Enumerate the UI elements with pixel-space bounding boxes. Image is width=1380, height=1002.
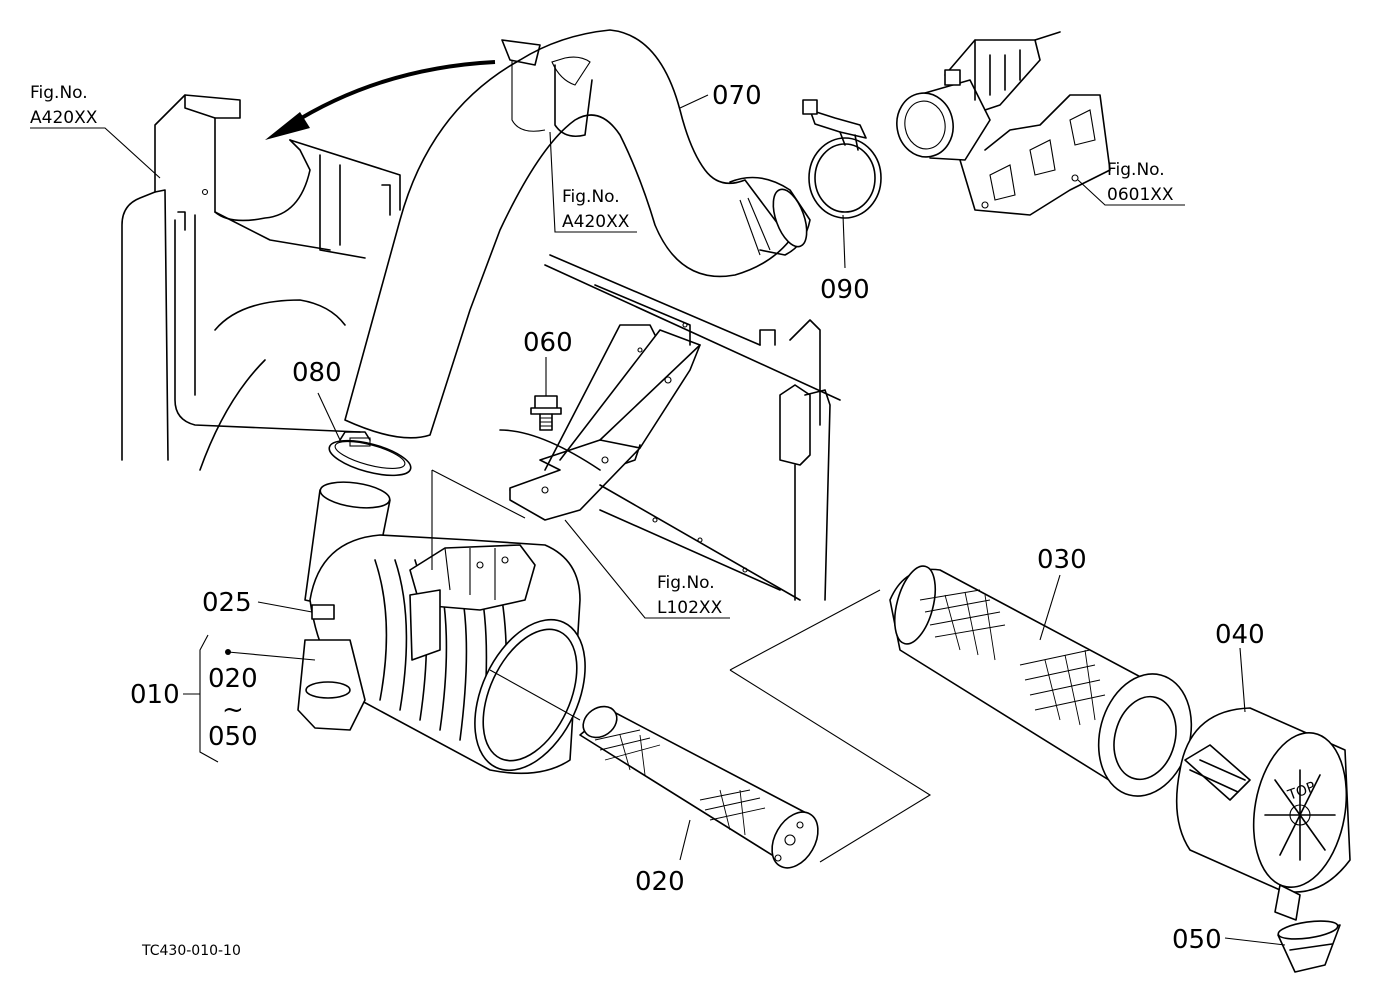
callout-030: 030 [1037,545,1087,575]
ref-leader-a420-center [549,131,637,233]
radiator-frame-drawing [121,94,401,471]
fig-ref-l102-code: L102XX [657,598,723,618]
ref-leader-a420-left [30,127,161,179]
evacuator-valve-drawing [1277,920,1341,973]
fig-ref-a420-center-label: Fig.No. [562,187,620,207]
callout-020: 020 [635,867,685,897]
callout-080: 080 [292,358,342,388]
callout-010: 010 [130,680,180,710]
outer-element-drawing [889,565,1193,797]
fig-ref-a420-left-code: A420XX [30,108,98,128]
fig-ref-0601-code: 0601XX [1107,185,1174,205]
ref-leader-l102 [564,519,730,619]
fig-ref-l102-label: Fig.No. [657,573,715,593]
engine-manifold-drawing [896,31,1111,216]
seal-ring-drawing [328,431,412,477]
leader-030 [1039,574,1061,641]
leader-070 [679,94,709,109]
callout-050-range-end: 050 [208,722,258,752]
callout-025: 025 [202,588,252,618]
leader-050 [1224,937,1286,946]
fig-ref-a420-left-label: Fig.No. [30,83,88,103]
callout-050: 050 [1172,925,1222,955]
callout-020-range-start: 020 [208,664,258,694]
callout-090: 090 [820,275,870,305]
callout-070: 070 [712,81,762,111]
fig-ref-0601-label: Fig.No. [1107,160,1165,180]
bolt-drawing [530,395,562,431]
ref-leader-0601 [1077,179,1185,206]
callout-040: 040 [1215,620,1265,650]
flow-direction-arrow [265,60,496,140]
hose-clamp-drawing [802,99,882,219]
leader-020 [679,819,691,861]
cover-drawing: TOP [1175,707,1351,921]
leader-080 [317,392,341,441]
range-dot [225,649,231,655]
leader-020-range [227,651,316,661]
drawing-code: TC430-010-10 [141,943,241,959]
bracket-010 [199,634,219,763]
leader-090 [842,214,846,269]
callout-range-separator: ~ [222,695,244,725]
air-cleaner-housing-drawing [297,481,586,775]
inner-element-drawing [579,705,819,869]
callout-060: 060 [523,328,573,358]
intake-hose-drawing [344,29,811,439]
leader-040 [1239,647,1246,713]
leader-025 [257,601,313,613]
bracket-frame-drawing [499,254,841,601]
fig-ref-a420-center-code: A420XX [562,212,630,232]
